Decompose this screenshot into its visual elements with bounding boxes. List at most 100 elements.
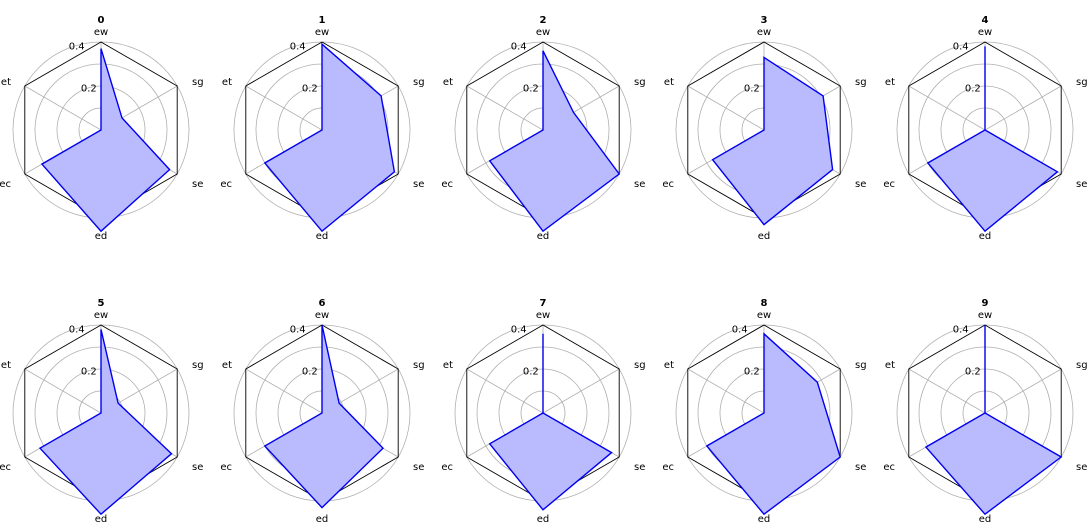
spoke-et — [466, 368, 544, 414]
data-polygon — [488, 333, 613, 511]
radar-chart-9: 0.2 0.4 ew sg se ed ec et 9 — [883, 298, 1087, 525]
axis-label-ed: ed — [979, 231, 992, 242]
axis-label-et: et — [885, 77, 895, 88]
axis-label-se: se — [413, 462, 424, 473]
axis-label-sg: sg — [413, 77, 425, 88]
chart-title: 4 — [982, 15, 989, 26]
axis-label-se: se — [1076, 179, 1087, 190]
axis-label-ew: ew — [315, 27, 329, 38]
tick-label: 0.4 — [732, 324, 748, 335]
spoke-et — [24, 85, 102, 131]
axis-label-ed: ed — [979, 514, 992, 525]
axis-label-ew: ew — [315, 310, 329, 321]
axis-label-ew: ew — [757, 27, 771, 38]
tick-label: 0.4 — [69, 324, 85, 335]
spoke-sg — [542, 368, 620, 414]
tick-label: 0.2 — [523, 84, 539, 95]
spoke-et — [687, 368, 765, 414]
axis-label-ec: ec — [0, 462, 11, 473]
axis-label-ew: ew — [536, 27, 550, 38]
chart-title: 7 — [540, 298, 547, 309]
axis-label-ew: ew — [536, 310, 550, 321]
data-polygon — [705, 332, 842, 516]
axis-label-se: se — [855, 462, 866, 473]
axis-label-sg: sg — [413, 360, 425, 371]
tick-label: 0.4 — [953, 41, 969, 52]
tick-label: 0.4 — [290, 41, 306, 52]
axis-label-sg: sg — [1076, 360, 1088, 371]
chart-title: 6 — [319, 298, 326, 309]
axis-label-ec: ec — [441, 179, 453, 190]
axis-label-sg: sg — [855, 360, 867, 371]
axis-label-et: et — [443, 360, 453, 371]
tick-label: 0.2 — [302, 84, 318, 95]
spoke-et — [466, 85, 544, 131]
tick-label: 0.2 — [744, 84, 760, 95]
chart-title: 8 — [761, 298, 768, 309]
axis-label-sg: sg — [192, 360, 204, 371]
axis-label-et: et — [443, 77, 453, 88]
axis-label-ec: ec — [883, 462, 895, 473]
axis-label-ec: ec — [662, 179, 674, 190]
tick-label: 0.4 — [953, 324, 969, 335]
axis-label-et: et — [664, 77, 674, 88]
chart-title: 3 — [761, 15, 768, 26]
axis-label-ed: ed — [537, 514, 550, 525]
chart-title: 5 — [98, 298, 105, 309]
axis-label-se: se — [634, 179, 645, 190]
axis-label-ed: ed — [758, 231, 771, 242]
chart-title: 0 — [98, 15, 105, 26]
axis-label-et: et — [222, 360, 232, 371]
axis-label-sg: sg — [634, 77, 646, 88]
axis-label-et: et — [222, 77, 232, 88]
axis-label-ew: ew — [94, 27, 108, 38]
tick-label: 0.2 — [523, 367, 539, 378]
data-polygon — [263, 42, 396, 233]
spoke-et — [908, 85, 986, 131]
data-polygon — [711, 56, 834, 226]
axis-label-se: se — [1076, 462, 1087, 473]
spoke-et — [245, 368, 323, 414]
axis-label-ew: ew — [757, 310, 771, 321]
axis-label-ec: ec — [0, 179, 11, 190]
tick-label: 0.2 — [81, 84, 97, 95]
tick-label: 0.4 — [290, 324, 306, 335]
axis-label-ec: ec — [441, 462, 453, 473]
axis-label-ew: ew — [94, 310, 108, 321]
spoke-sg — [984, 85, 1062, 131]
radar-chart-8: 0.2 0.4 ew sg se ed ec et 8 — [662, 298, 866, 525]
chart-title: 1 — [319, 15, 326, 26]
axis-label-et: et — [664, 360, 674, 371]
axis-label-ew: ew — [978, 310, 992, 321]
tick-label: 0.4 — [69, 41, 85, 52]
tick-label: 0.2 — [965, 367, 981, 378]
radar-chart-3: 0.2 ew sg se ed ec et 3 — [662, 15, 866, 242]
tick-label: 0.2 — [744, 367, 760, 378]
axis-label-ed: ed — [758, 514, 771, 525]
chart-title: 9 — [982, 298, 989, 309]
tick-label: 0.2 — [302, 367, 318, 378]
axis-label-se: se — [855, 179, 866, 190]
axis-label-sg: sg — [855, 77, 867, 88]
tick-label: 0.2 — [81, 367, 97, 378]
axis-label-et: et — [885, 360, 895, 371]
axis-label-sg: sg — [1076, 77, 1088, 88]
data-polygon — [38, 329, 173, 516]
axis-label-ec: ec — [220, 462, 232, 473]
axis-label-sg: sg — [634, 360, 646, 371]
axis-label-se: se — [192, 462, 203, 473]
axis-label-se: se — [413, 179, 424, 190]
data-polygon — [263, 324, 384, 509]
spoke-et — [908, 368, 986, 414]
spoke-et — [24, 368, 102, 414]
tick-label: 0.2 — [965, 84, 981, 95]
axis-label-ec: ec — [662, 462, 674, 473]
axis-label-ed: ed — [316, 231, 329, 242]
axis-label-se: se — [192, 179, 203, 190]
